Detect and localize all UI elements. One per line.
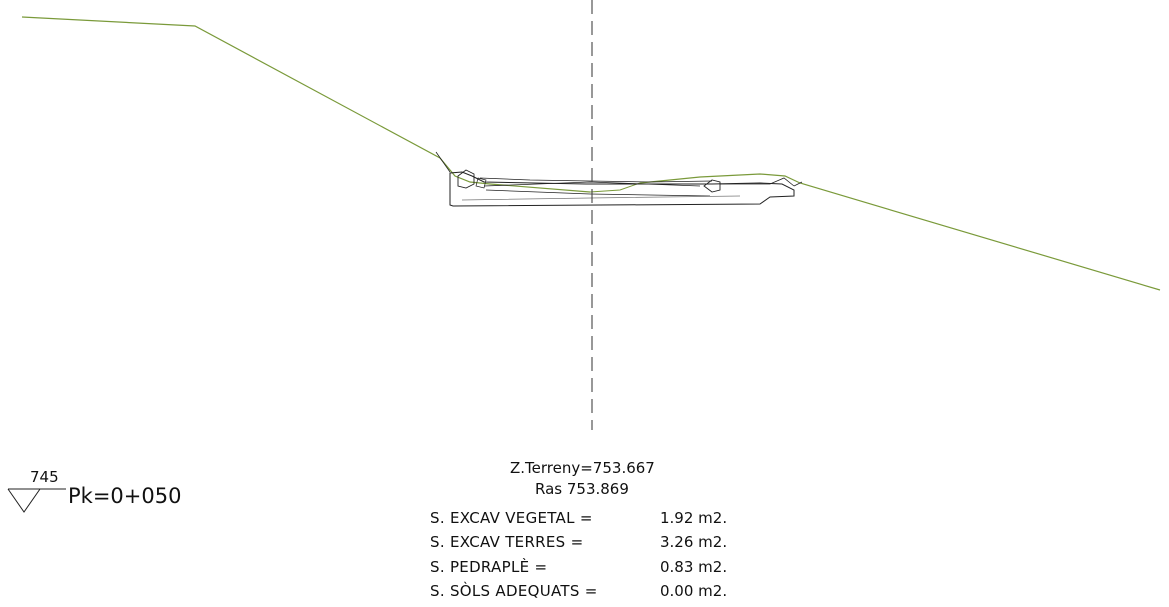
datum-triangle-icon xyxy=(7,488,41,513)
pavement-layer-bottom xyxy=(485,189,711,197)
pk-label: Pk=0+050 xyxy=(68,484,182,508)
terrain-profile-right xyxy=(639,173,1161,291)
left-kerb-inner xyxy=(475,177,487,189)
pavement-layer-top xyxy=(479,177,713,183)
road-structure-outline xyxy=(449,171,795,207)
area-label: S. PEDRAPLÈ = xyxy=(430,558,548,576)
right-slope-edge xyxy=(793,181,803,187)
terrain-profile-center xyxy=(589,182,641,193)
datum-level: 745 xyxy=(30,468,59,486)
ground-elevation: Z.Terreny=753.667 xyxy=(510,459,655,477)
terrain-profile-left xyxy=(21,16,591,193)
area-label: S. EXCAV VEGETAL = xyxy=(430,509,593,527)
right-kerb xyxy=(703,179,721,193)
area-label: S. SÒLS ADEQUATS = xyxy=(430,582,598,600)
right-shoulder xyxy=(720,177,795,187)
area-value: 0.83 m2. xyxy=(660,558,728,576)
area-label: S. EXCAV TERRES = xyxy=(430,533,584,551)
area-value: 1.92 m2. xyxy=(660,509,728,527)
pavement-layer-mid xyxy=(483,181,701,187)
left-slope-edge xyxy=(435,151,451,173)
area-value: 0.00 m2. xyxy=(660,582,728,600)
base-layer xyxy=(461,195,741,201)
left-kerb xyxy=(457,169,475,189)
grade-elevation: Ras 753.869 xyxy=(535,480,629,498)
area-value: 3.26 m2. xyxy=(660,533,728,551)
